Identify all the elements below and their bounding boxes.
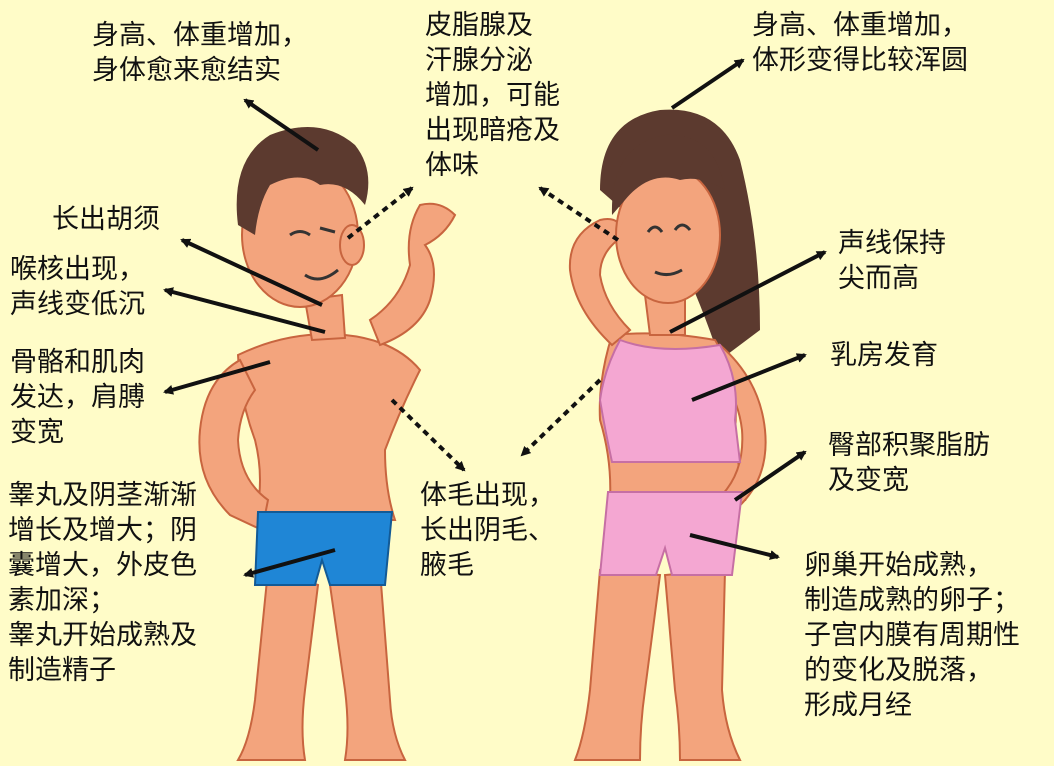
label-male-genitals: 睾丸及阴茎渐渐 增长及增大；阴 囊增大，外皮色 素加深； 睾丸开始成熟及 制造精… — [8, 478, 197, 688]
female-figure — [570, 110, 766, 760]
male-figure — [199, 127, 455, 760]
label-male-height: 身高、体重增加， 身体愈来愈结实 — [92, 18, 308, 88]
label-female-height: 身高、体重增加， 体形变得比较浑圆 — [752, 8, 968, 78]
label-body-hair: 体毛出现， 长出阴毛、 腋毛 — [420, 478, 555, 583]
arrow-body-hair-male — [392, 400, 464, 470]
arrow-body-hair-female — [522, 380, 600, 455]
arrow-female-height — [672, 60, 743, 108]
label-adams-apple: 喉核出现， 声线变低沉 — [10, 252, 145, 322]
label-ovaries: 卵巢开始成熟， 制造成熟的卵子； 子宫内膜有周期性 的变化及脱落， 形成月经 — [804, 548, 1020, 723]
arrow-glands-female — [540, 188, 618, 240]
label-bones-muscles: 骨骼和肌肉 发达，肩膊 变宽 — [10, 345, 145, 450]
label-beard: 长出胡须 — [52, 202, 160, 237]
label-female-voice: 声线保持 尖而高 — [838, 226, 946, 296]
label-breasts: 乳房发育 — [830, 338, 938, 373]
label-glands: 皮脂腺及 汗腺分泌 增加，可能 出现暗疮及 体味 — [425, 8, 560, 183]
label-hips: 臀部积聚脂肪 及变宽 — [828, 428, 990, 498]
